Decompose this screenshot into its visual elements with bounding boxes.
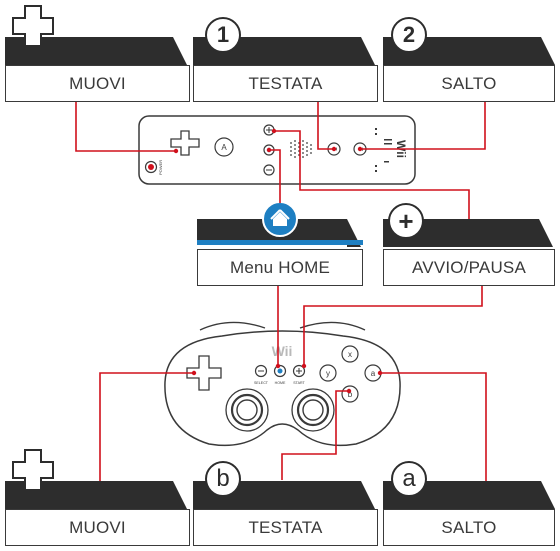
select-text: SELECT	[254, 381, 269, 385]
label-jump-bottom: SALTO	[383, 509, 555, 546]
label-jump-top: SALTO	[383, 65, 555, 102]
classic-dpad-icon	[186, 355, 222, 391]
dpad-icon-bottom	[12, 449, 54, 491]
start-text: START	[293, 381, 305, 385]
button-b-badge: b	[205, 461, 241, 497]
dpad-icon	[12, 5, 54, 47]
y-text: y	[326, 369, 330, 378]
wii-remote: POWER A 1 2 Wi	[138, 115, 416, 185]
b-text: b	[348, 390, 353, 399]
classic-brand: Wii	[272, 343, 293, 359]
label-home: Menu HOME	[197, 249, 363, 286]
power-label: POWER	[158, 160, 163, 175]
home-icon	[262, 201, 298, 237]
remote-2-text: 2	[358, 147, 365, 151]
label-headbutt-top: TESTATA	[193, 65, 378, 102]
classic-controller: Wii SELECT HOME START x y a b	[164, 321, 401, 447]
label-headbutt-bottom: TESTATA	[193, 509, 378, 546]
remote-a-text: A	[221, 143, 227, 152]
home-text: HOME	[275, 381, 286, 385]
a-text: a	[371, 369, 376, 378]
plus-badge: +	[388, 203, 424, 239]
label-move-top: MUOVI	[5, 65, 190, 102]
remote-dpad-icon	[170, 130, 200, 156]
label-start: AVVIO/PAUSA	[383, 249, 555, 286]
button-2-badge: 2	[391, 17, 427, 53]
home-accent-bar	[197, 240, 363, 245]
remote-a-button-icon	[214, 137, 234, 157]
label-move-bottom: MUOVI	[5, 509, 190, 546]
button-1-badge: 1	[205, 17, 241, 53]
right-stick-icon	[291, 388, 335, 432]
x-text: x	[348, 350, 352, 359]
button-a-badge: a	[391, 461, 427, 497]
left-stick-icon	[225, 388, 269, 432]
remote-1-text: 1	[332, 147, 339, 151]
remote-brand: Wii	[394, 140, 408, 158]
